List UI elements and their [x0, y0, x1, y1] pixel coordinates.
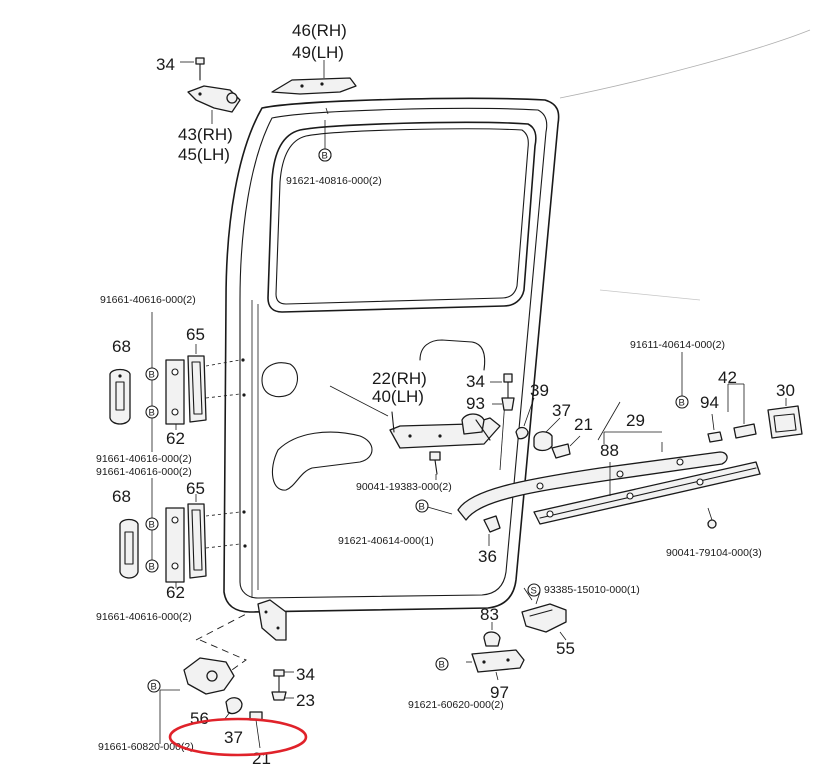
label-22-rh: 22(RH): [372, 369, 427, 388]
partno-93385-15010: 93385-15010-000(1): [544, 584, 640, 596]
partno-90041-19383: 90041-19383-000(2): [356, 481, 452, 493]
label-34-lower: 34: [296, 665, 315, 684]
partno-91661-40616-c: 91661-40616-000(2): [96, 466, 192, 478]
label-34-center: 34: [466, 372, 485, 391]
label-40-lh: 40(LH): [372, 387, 424, 406]
svg-text:B: B: [322, 151, 328, 162]
label-56: 56: [190, 709, 209, 728]
svg-text:B: B: [149, 520, 155, 531]
lower-center-parts: [466, 591, 567, 681]
highlight-ellipse: [168, 717, 308, 757]
svg-text:B: B: [149, 562, 155, 573]
label-39: 39: [530, 381, 549, 400]
marker-b-2: B: [145, 367, 159, 381]
partno-90041-79104: 90041-79104-000(3): [666, 547, 762, 559]
label-62-lower: 62: [166, 583, 185, 602]
center-hinge: [389, 373, 515, 480]
label-93: 93: [466, 394, 485, 413]
svg-text:B: B: [439, 660, 445, 671]
label-42: 42: [718, 368, 737, 387]
marker-b-7: B: [675, 395, 689, 409]
label-34-top: 34: [156, 55, 175, 74]
center-roller-parts: [515, 397, 581, 459]
label-55: 55: [556, 639, 575, 658]
label-65-lower: 65: [186, 479, 205, 498]
label-37-center: 37: [552, 401, 571, 420]
door-panel: [223, 29, 811, 641]
label-37-lower: 37: [224, 728, 243, 747]
partno-91661-40616-a: 91661-40616-000(2): [100, 294, 196, 306]
striker-set-lower: [119, 478, 241, 588]
label-88: 88: [600, 441, 619, 460]
label-68-lower: 68: [112, 487, 131, 506]
marker-b-9: B: [435, 657, 449, 671]
label-45-lh: 45(LH): [178, 145, 230, 164]
right-latch-parts: [681, 352, 803, 443]
label-94: 94: [700, 393, 719, 412]
label-30: 30: [776, 381, 795, 400]
label-68-upper: 68: [112, 337, 131, 356]
marker-b-1: B: [318, 148, 332, 162]
svg-text:S: S: [531, 586, 537, 597]
striker-set-upper: [109, 312, 241, 452]
partno-91661-60820: 91661-60820-000(2): [98, 741, 194, 753]
marker-b-5: B: [145, 559, 159, 573]
label-23: 23: [296, 691, 315, 710]
marker-b-10: B: [147, 679, 161, 693]
label-65-upper: 65: [186, 325, 205, 344]
partno-91621-60620: 91621-60620-000(2): [408, 699, 504, 711]
partno-91621-40614: 91621-40614-000(1): [338, 535, 434, 547]
slide-rail: [457, 431, 761, 546]
marker-b-4: B: [145, 517, 159, 531]
svg-text:B: B: [151, 682, 157, 693]
label-43-rh: 43(RH): [178, 125, 233, 144]
partno-91621-40816: 91621-40816-000(2): [286, 175, 382, 187]
svg-text:B: B: [149, 370, 155, 381]
marker-s-8: S: [527, 583, 541, 597]
label-36: 36: [478, 547, 497, 566]
label-62-upper: 62: [166, 429, 185, 448]
svg-text:B: B: [419, 502, 425, 513]
partno-91611-40614: 91611-40614-000(2): [630, 339, 725, 351]
label-83: 83: [480, 605, 499, 624]
label-21-center: 21: [574, 415, 593, 434]
svg-text:B: B: [149, 408, 155, 419]
label-46-rh: 46(RH): [292, 21, 347, 40]
partno-91661-40616-b: 91661-40616-000(2): [96, 453, 192, 465]
marker-b-3: B: [145, 405, 159, 419]
upper-hinge-plate: [271, 60, 357, 115]
marker-b-6: B: [415, 499, 429, 513]
label-21-lower: 21: [252, 749, 271, 768]
partno-91661-40616-d: 91661-40616-000(2): [96, 611, 192, 623]
leader-lines: [329, 385, 621, 601]
svg-text:B: B: [679, 398, 685, 409]
label-29: 29: [626, 411, 645, 430]
label-97: 97: [490, 683, 509, 702]
label-49-lh: 49(LH): [292, 43, 344, 62]
upper-hinge-bracket: [180, 57, 241, 124]
lower-hinge-group: [159, 611, 294, 749]
